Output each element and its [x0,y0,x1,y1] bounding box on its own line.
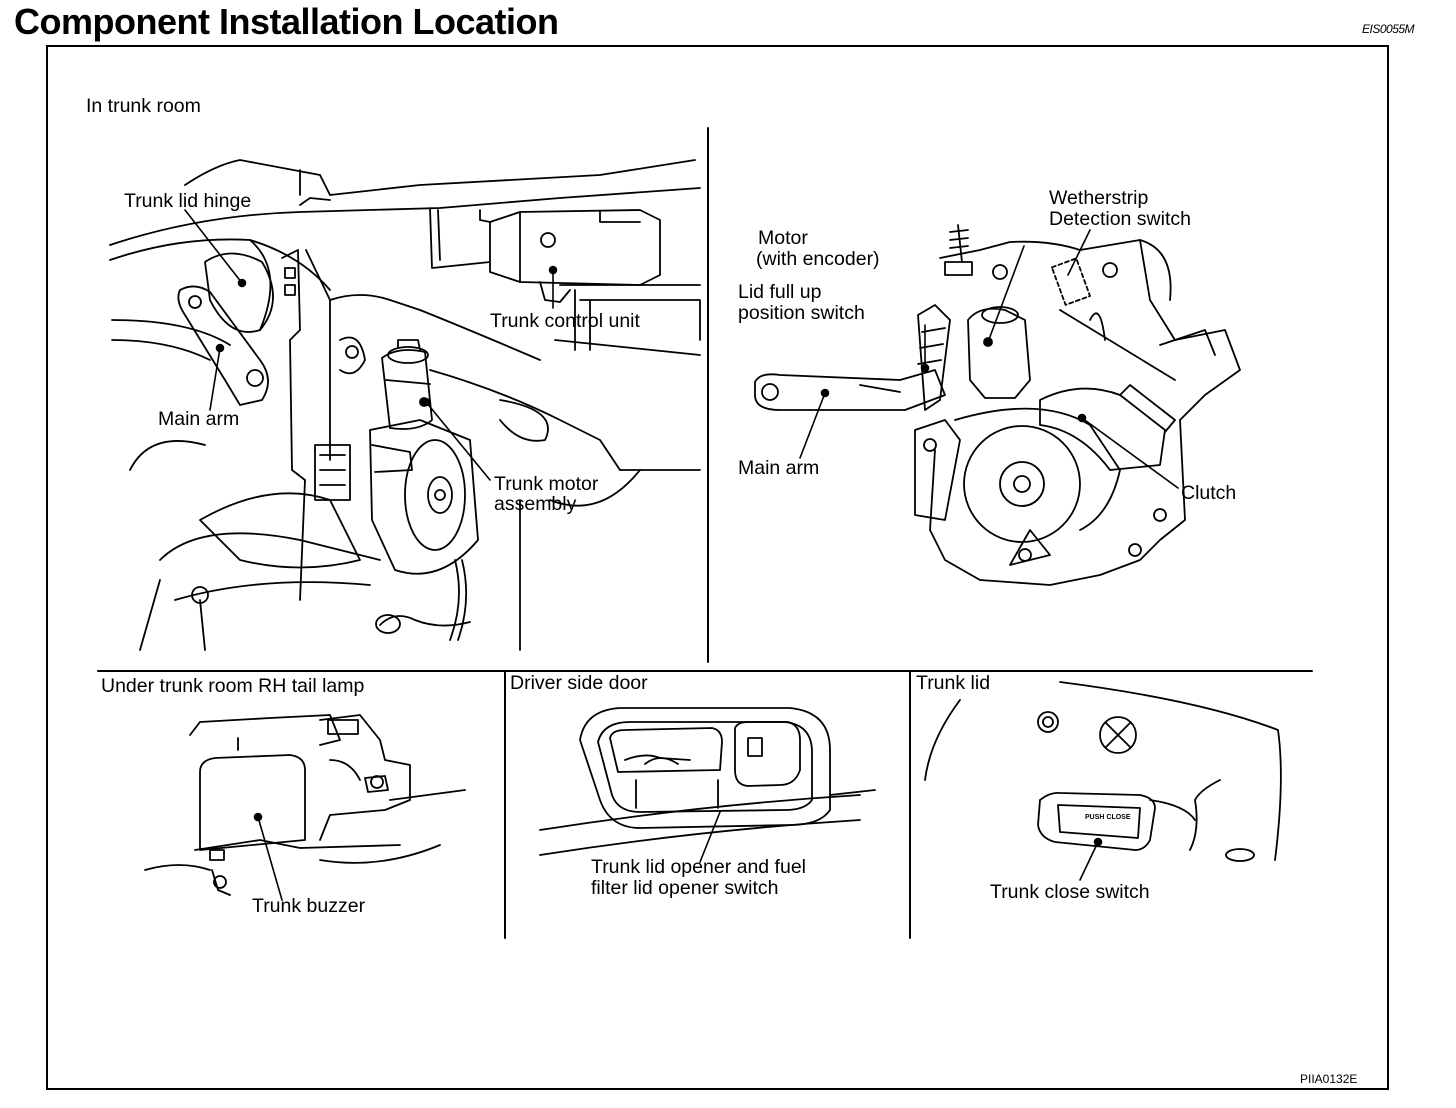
section-title-trunk-lid: Trunk lid [916,672,991,694]
label-trunk-motor-assembly-line2: assembly [494,493,577,515]
label-trunk-close-switch: Trunk close switch [990,881,1150,903]
section-title-trunk-room: In trunk room [86,95,201,117]
label-wetherstrip-line1: Wetherstrip [1049,187,1149,209]
motor-detail-illustration [754,224,1241,586]
label-opener-switch-line2: filter lid opener switch [591,877,779,899]
label-trunk-motor-assembly-line1: Trunk motor [494,473,599,495]
tail-lamp-illustration [144,714,466,896]
label-motor-line2: (with encoder) [756,248,880,270]
document-code: EIS0055M [1362,22,1415,36]
label-motor-line1: Motor [758,227,808,249]
push-close-marking: PUSH CLOSE [1085,814,1131,821]
label-main-arm-left: Main arm [158,408,240,430]
panel-dividers [97,127,1313,939]
section-title-tail-lamp: Under trunk room RH tail lamp [101,675,365,697]
trunk-room-illustration [109,159,701,651]
page-title: Component Installation Location [14,1,559,42]
figure-code: PIIA0132E [1300,1072,1358,1086]
label-trunk-lid-hinge: Trunk lid hinge [124,190,252,212]
leader-lines [184,209,1179,901]
label-main-arm-right: Main arm [738,457,820,479]
driver-door-illustration [539,707,876,856]
label-wetherstrip-line2: Detection switch [1049,208,1191,230]
label-clutch: Clutch [1181,482,1237,504]
label-trunk-control-unit: Trunk control unit [490,310,640,332]
section-title-driver-door: Driver side door [510,672,648,694]
label-opener-switch-line1: Trunk lid opener and fuel [591,856,806,878]
label-lid-full-up-line2: position switch [738,302,865,324]
diagram-frame [46,45,1389,1090]
trunk-lid-illustration [924,681,1282,862]
label-trunk-buzzer: Trunk buzzer [252,895,366,917]
label-lid-full-up-line1: Lid full up [738,281,822,303]
